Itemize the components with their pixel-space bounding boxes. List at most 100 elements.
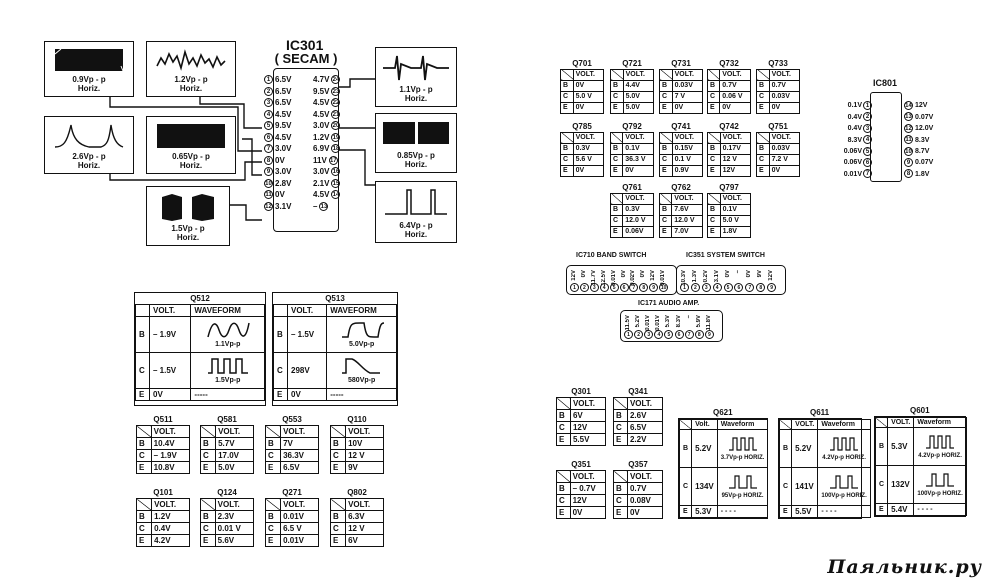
volt-header: VOLT. (671, 192, 703, 205)
corner-cell (659, 131, 673, 144)
ramp-wave-icon (341, 358, 380, 374)
terminal-label: C (756, 90, 770, 103)
corner-cell (613, 397, 628, 410)
volt-header: VOLT. (622, 68, 655, 81)
pin-number: 5 (264, 121, 273, 131)
terminal-label: C (874, 465, 889, 504)
pin-number: 18 (331, 144, 341, 154)
e-volt: 0V (286, 388, 328, 401)
b-volt: – 1.9V (148, 316, 192, 353)
terminal-label: C (706, 90, 721, 103)
terminal-label: B (200, 510, 216, 523)
waveform-icon (54, 124, 124, 148)
pin-voltage: 0.01V (655, 315, 662, 331)
terminal-voltage: 5.2V (791, 429, 819, 468)
pin-voltage: 2.8V (275, 178, 292, 188)
pin-voltage: 5.9V (695, 315, 702, 328)
corner-cell (560, 131, 574, 144)
terminal-label: C (610, 90, 624, 103)
terminal-voltage: 0.1 V (671, 153, 704, 166)
terminal-label: B (706, 79, 721, 92)
waveform-cell: 95Vp-p HORIZ. (716, 467, 769, 506)
pin-number: 5 (863, 146, 872, 156)
pin-voltage: 0V (580, 270, 587, 278)
transistor-name: Q341 (628, 387, 648, 396)
terminal-voltage: 0.15V (671, 142, 704, 155)
terminal-label: B (199, 437, 217, 450)
pin-voltage: 12V (915, 102, 928, 110)
terminal-voltage: 5.6V (214, 534, 255, 547)
volt-header: VOLT. (671, 68, 704, 81)
volt-header: VOLT. (719, 131, 752, 144)
wave-sub: Horiz. (404, 160, 428, 169)
terminal-voltage: 1.8V (719, 225, 752, 238)
waveform-header: Waveform (716, 419, 769, 430)
pin-voltage: 4.5V (275, 109, 292, 119)
terminal-voltage: 6V (345, 534, 384, 547)
pin-voltage: 0V (275, 190, 285, 199)
terminal-voltage: 0V (768, 101, 801, 114)
volt-header: VOLT. (150, 425, 191, 438)
terminal-voltage: 0V (622, 164, 654, 177)
col-volt: VOLT. (286, 304, 328, 317)
transistor-name: Q357 (628, 460, 648, 469)
terminal-voltage: 0V (768, 164, 801, 177)
terminal-label: E (756, 164, 770, 177)
terminal-label: E (264, 461, 282, 474)
pin-number: 6 (674, 330, 684, 339)
transistor-name: Q732 (719, 58, 739, 68)
volt-header: VOLT. (622, 192, 654, 205)
volt-header: VOLT. (719, 192, 752, 205)
pin-voltage: 4.5V (313, 98, 330, 107)
terminal-label: B (264, 437, 282, 450)
pin-voltage: 0.01V (843, 170, 862, 178)
pin-number: 20 (331, 121, 341, 131)
transistor-name: Q271 (282, 488, 302, 497)
terminal-voltage: 36.3 V (622, 153, 654, 166)
waveform-icon (157, 124, 225, 148)
terminal-voltage: 12.0 V (671, 214, 703, 227)
transistor-name: Q797 (719, 182, 739, 192)
waveform-header: Waveform (913, 417, 967, 428)
pin-voltage: 5.2V (635, 315, 642, 328)
transistor-name: Q802 (347, 488, 367, 497)
volt-header: VOLT. (280, 498, 319, 511)
waveform-icon (156, 49, 226, 71)
terminal-voltage: 6.5V (280, 461, 319, 474)
wave-label: 1.2Vp - p (174, 75, 208, 84)
transistor-name: Q721 (622, 58, 642, 68)
pin-number: 11 (904, 135, 913, 145)
pin-voltage: 12V (571, 270, 577, 281)
terminal-voltage: 2.3V (214, 510, 255, 523)
pin-number: 1 (680, 283, 689, 292)
terminal-label: E (135, 534, 153, 547)
ic301-sub: SECAM (282, 51, 330, 66)
terminal-voltage: 0.08V (626, 494, 664, 507)
pulse-wave-icon (926, 472, 955, 487)
pin-voltage: 0.01V (645, 315, 652, 331)
waveform-empty: - - - - (913, 503, 967, 516)
terminal-voltage: 6.5V (626, 421, 664, 434)
wave-label: 2.6Vp - p (72, 152, 106, 161)
pin-number: 9 (264, 167, 273, 177)
terminal-label: E (609, 164, 624, 177)
watermark: Паяльник.ру (827, 556, 982, 578)
pin-voltage: 8.3V (675, 315, 682, 328)
pin-number: 2 (579, 283, 589, 292)
